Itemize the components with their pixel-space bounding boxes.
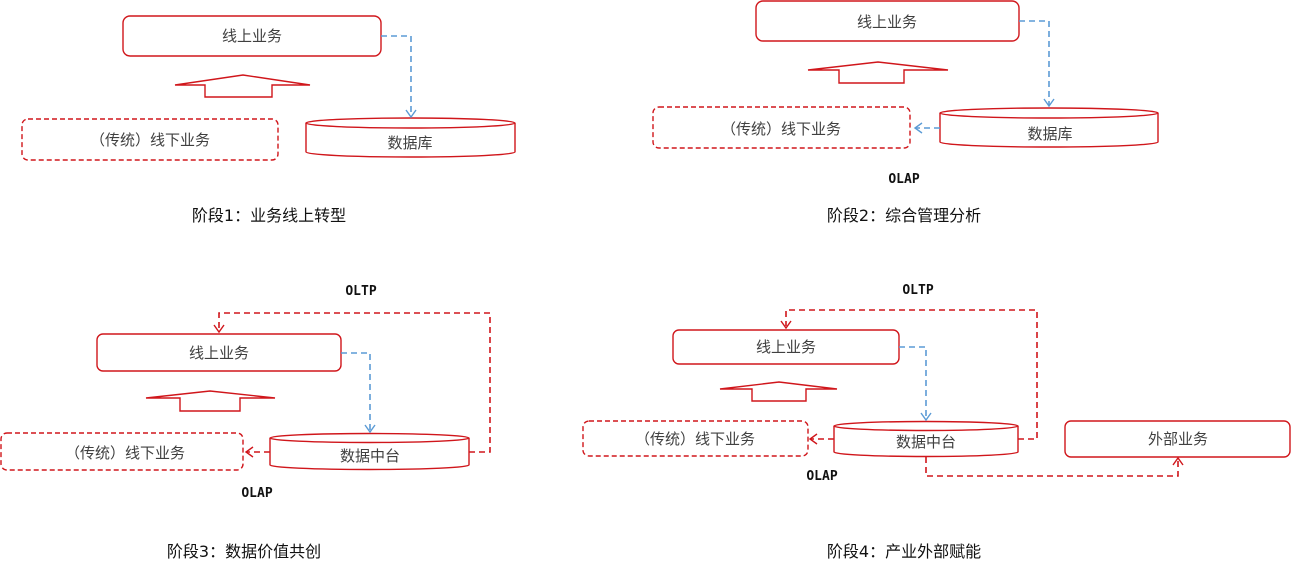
online-business-label: 线上业务 [857, 13, 917, 31]
offline-business-box [21, 118, 279, 161]
data-middle-platform-cylinder [833, 420, 1019, 458]
stage-caption: 阶段1：业务线上转型 [192, 206, 346, 225]
oltp-flow-line [218, 312, 491, 453]
stage-caption: 阶段3：数据价值共创 [167, 542, 321, 561]
arrowhead-down-icon [405, 109, 417, 119]
database-label: 数据库 [387, 134, 432, 152]
database-label: 数据库 [1027, 125, 1072, 143]
arrowhead-left-icon [913, 122, 923, 134]
offline-business-box [652, 106, 911, 149]
arrowhead-left-icon [808, 433, 818, 445]
stage-caption: 阶段4：产业外部赋能 [827, 542, 981, 561]
stage-3: OLTP 线上业务 （传统）线下业务 数据中台 OLAP 阶段3：数据价值共创 [0, 284, 491, 561]
upgrade-arrow-icon [145, 390, 276, 412]
oltp-label: OLTP [345, 284, 376, 299]
online-business-label: 线上业务 [222, 27, 282, 45]
oltp-label: OLTP [902, 283, 933, 298]
stage-1: 线上业务 （传统）线下业务 数据库 阶段1：业务线上转型 [21, 15, 516, 225]
olap-label: OLAP [888, 172, 919, 187]
database-cylinder [305, 117, 516, 158]
online-business-label: 线上业务 [189, 344, 249, 362]
write-flow-line [341, 352, 371, 431]
external-business-label: 外部业务 [1148, 430, 1208, 448]
olap-label: OLAP [806, 469, 837, 484]
write-flow-line [899, 346, 927, 419]
offline-business-label: （传统）线下业务 [65, 444, 185, 462]
external-empower-line [925, 457, 1179, 477]
data-middle-platform-cylinder [269, 432, 470, 471]
arrowhead-up-icon [1172, 456, 1184, 466]
external-business-box [1064, 420, 1291, 458]
arrowhead-down-icon [920, 412, 932, 422]
stage-4: OLTP 线上业务 （传统）线下业务 数据中台 OLAP 外部业务 阶段4：产业… [582, 283, 1291, 561]
olap-label: OLAP [241, 486, 272, 501]
write-flow-line [381, 35, 412, 116]
arrowhead-down-icon [780, 320, 792, 330]
upgrade-arrow-icon [719, 381, 838, 402]
offline-business-label: （传统）线下业务 [635, 430, 755, 448]
offline-business-box [0, 432, 244, 471]
database-cylinder [939, 107, 1159, 148]
arrowhead-down-icon [364, 424, 376, 434]
data-middle-platform-label: 数据中台 [340, 447, 400, 465]
offline-business-box [582, 420, 809, 457]
oltp-flow-line [785, 309, 1038, 440]
online-business-label: 线上业务 [756, 338, 816, 356]
upgrade-arrow-icon [807, 61, 949, 84]
arrowhead-down-icon [213, 324, 225, 334]
stage-caption: 阶段2：综合管理分析 [827, 206, 981, 225]
upgrade-arrow-icon [174, 74, 311, 98]
write-flow-line [1019, 20, 1050, 105]
stage-2: 线上业务 （传统）线下业务 数据库 OLAP 阶段2：综合管理分析 [652, 0, 1159, 225]
offline-business-label: （传统）线下业务 [721, 120, 841, 138]
arrowhead-left-icon [244, 446, 254, 458]
arrowhead-down-icon [1043, 98, 1055, 108]
data-middle-platform-label: 数据中台 [896, 433, 956, 451]
offline-business-label: （传统）线下业务 [90, 131, 210, 149]
